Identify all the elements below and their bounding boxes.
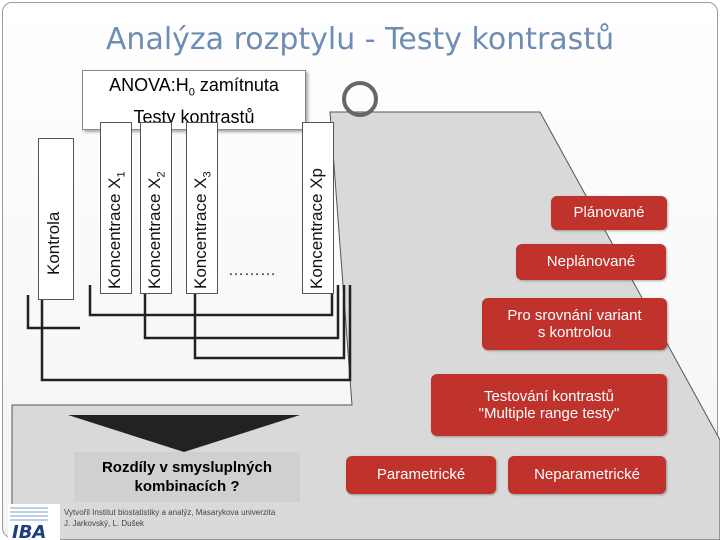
bracket-line bbox=[143, 285, 340, 340]
column-koncentrace-x2: Koncentrace X2 bbox=[140, 122, 172, 294]
bracket-line bbox=[88, 285, 334, 317]
logo-text: IBA bbox=[12, 522, 46, 540]
credit: Vytvořil Institut biostatistiky a analýz… bbox=[64, 508, 275, 530]
circle-marker bbox=[342, 81, 378, 117]
iba-logo: IBA bbox=[8, 504, 60, 540]
anova-line1: ANOVA:H0 zamítnuta bbox=[109, 75, 279, 99]
differences-box: Rozdíly v smysluplných kombinacích ? bbox=[74, 452, 300, 502]
column-kontrola: Kontrola bbox=[38, 138, 74, 300]
bracket-line bbox=[193, 285, 346, 360]
contrast-testing-box: Testování kontrastů "Multiple range test… bbox=[431, 374, 667, 436]
bracket-line bbox=[40, 285, 352, 382]
unplanned-box: Neplánované bbox=[516, 244, 666, 280]
control-comparison-box: Pro srovnání variant s kontrolou bbox=[482, 298, 667, 350]
credit-line2: J. Jarkovský, L. Dušek bbox=[64, 518, 145, 528]
parametric-box: Parametrické bbox=[346, 456, 496, 494]
anova-line2: Testy kontrastů bbox=[133, 106, 255, 127]
bracket-line bbox=[26, 295, 80, 330]
arrow-down-icon bbox=[68, 415, 300, 452]
anova-box: ANOVA:H0 zamítnuta Testy kontrastů bbox=[82, 70, 306, 130]
column-koncentrace-xp: Koncentrace Xp bbox=[302, 122, 334, 294]
credit-line1: Vytvořil Institut biostatistiky a analýz… bbox=[64, 508, 276, 517]
planned-box: Plánované bbox=[551, 196, 667, 230]
ellipsis: ……… bbox=[228, 262, 276, 279]
column-koncentrace-x1: Koncentrace X1 bbox=[100, 122, 132, 294]
column-koncentrace-x3: Koncentrace X3 bbox=[186, 122, 218, 294]
nonparametric-box: Neparametrické bbox=[508, 456, 666, 494]
slide-title: Analýza rozptylu - Testy kontrastů bbox=[105, 22, 615, 57]
